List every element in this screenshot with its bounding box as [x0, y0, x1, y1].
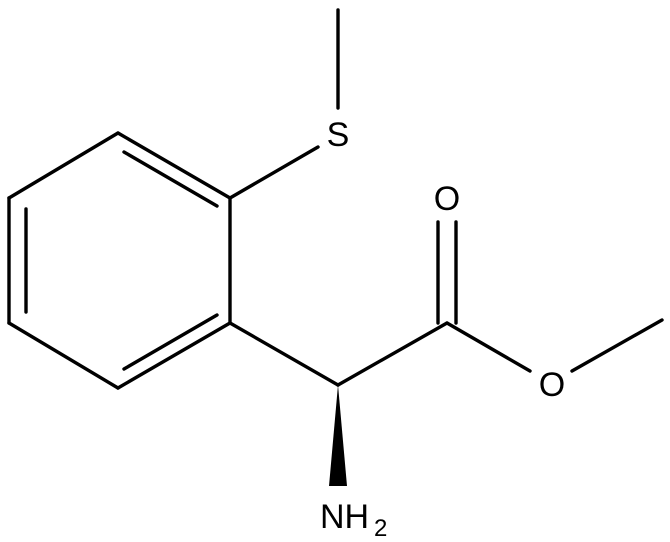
sulfur-atom-label: S	[327, 116, 350, 154]
stereo-wedge-bond	[329, 385, 347, 486]
amine-label: NH	[320, 498, 369, 536]
bond-carbonyl-to-ester-oxygen	[445, 321, 532, 373]
ring-bond-top-left	[116, 131, 232, 200]
ring-bond-top-left-edge	[7, 131, 120, 200]
amine-subscript: 2	[374, 515, 387, 542]
amine-symbol: NH	[320, 498, 369, 536]
carbonyl-oxygen-label: O	[434, 180, 460, 218]
bond-alpha-carbon-to-carbonyl	[336, 321, 449, 387]
ring-bond-top-left-inner	[122, 150, 219, 208]
bond-ring-to-sulfur	[228, 145, 320, 200]
ring-bond-bottom-right-inner	[122, 313, 219, 371]
ring-bond-bottom-left	[7, 321, 120, 390]
bond-ester-oxygen-to-methyl	[570, 318, 664, 373]
bond-ring-to-alpha-carbon	[228, 321, 340, 387]
ring-bond-bottom-right	[116, 321, 232, 390]
ester-oxygen-label: O	[539, 366, 565, 404]
